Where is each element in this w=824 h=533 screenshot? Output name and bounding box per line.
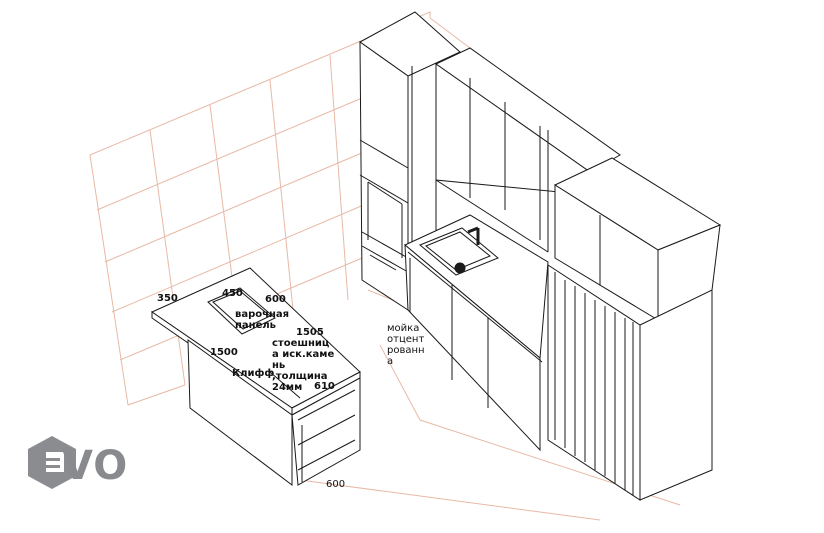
right-column: [547, 157, 722, 501]
hob-label: варочная панель: [235, 309, 290, 331]
kitchen-island: [150, 267, 361, 487]
bottom-dimension-label: 600: [326, 479, 346, 490]
base-cabinets: [404, 214, 549, 452]
island-length-label: 1500: [210, 347, 238, 358]
hob-width-label: 450: [222, 288, 243, 299]
island-width-label: 610: [314, 381, 335, 392]
island-depth-label: 350: [157, 293, 178, 304]
countertop-depth-label: 1505: [296, 327, 324, 338]
upper-cabinets: [435, 47, 621, 253]
hob-length-label: 600: [265, 294, 286, 305]
logo-text: VO: [62, 443, 129, 489]
sink-label: мойка отцент рованн а: [387, 323, 425, 367]
evo-logo: [28, 436, 76, 489]
island-model-label: Клифф: [232, 368, 275, 379]
countertop-label: стоешниц а иск.каме нь ,толщина 24мм: [272, 338, 335, 393]
